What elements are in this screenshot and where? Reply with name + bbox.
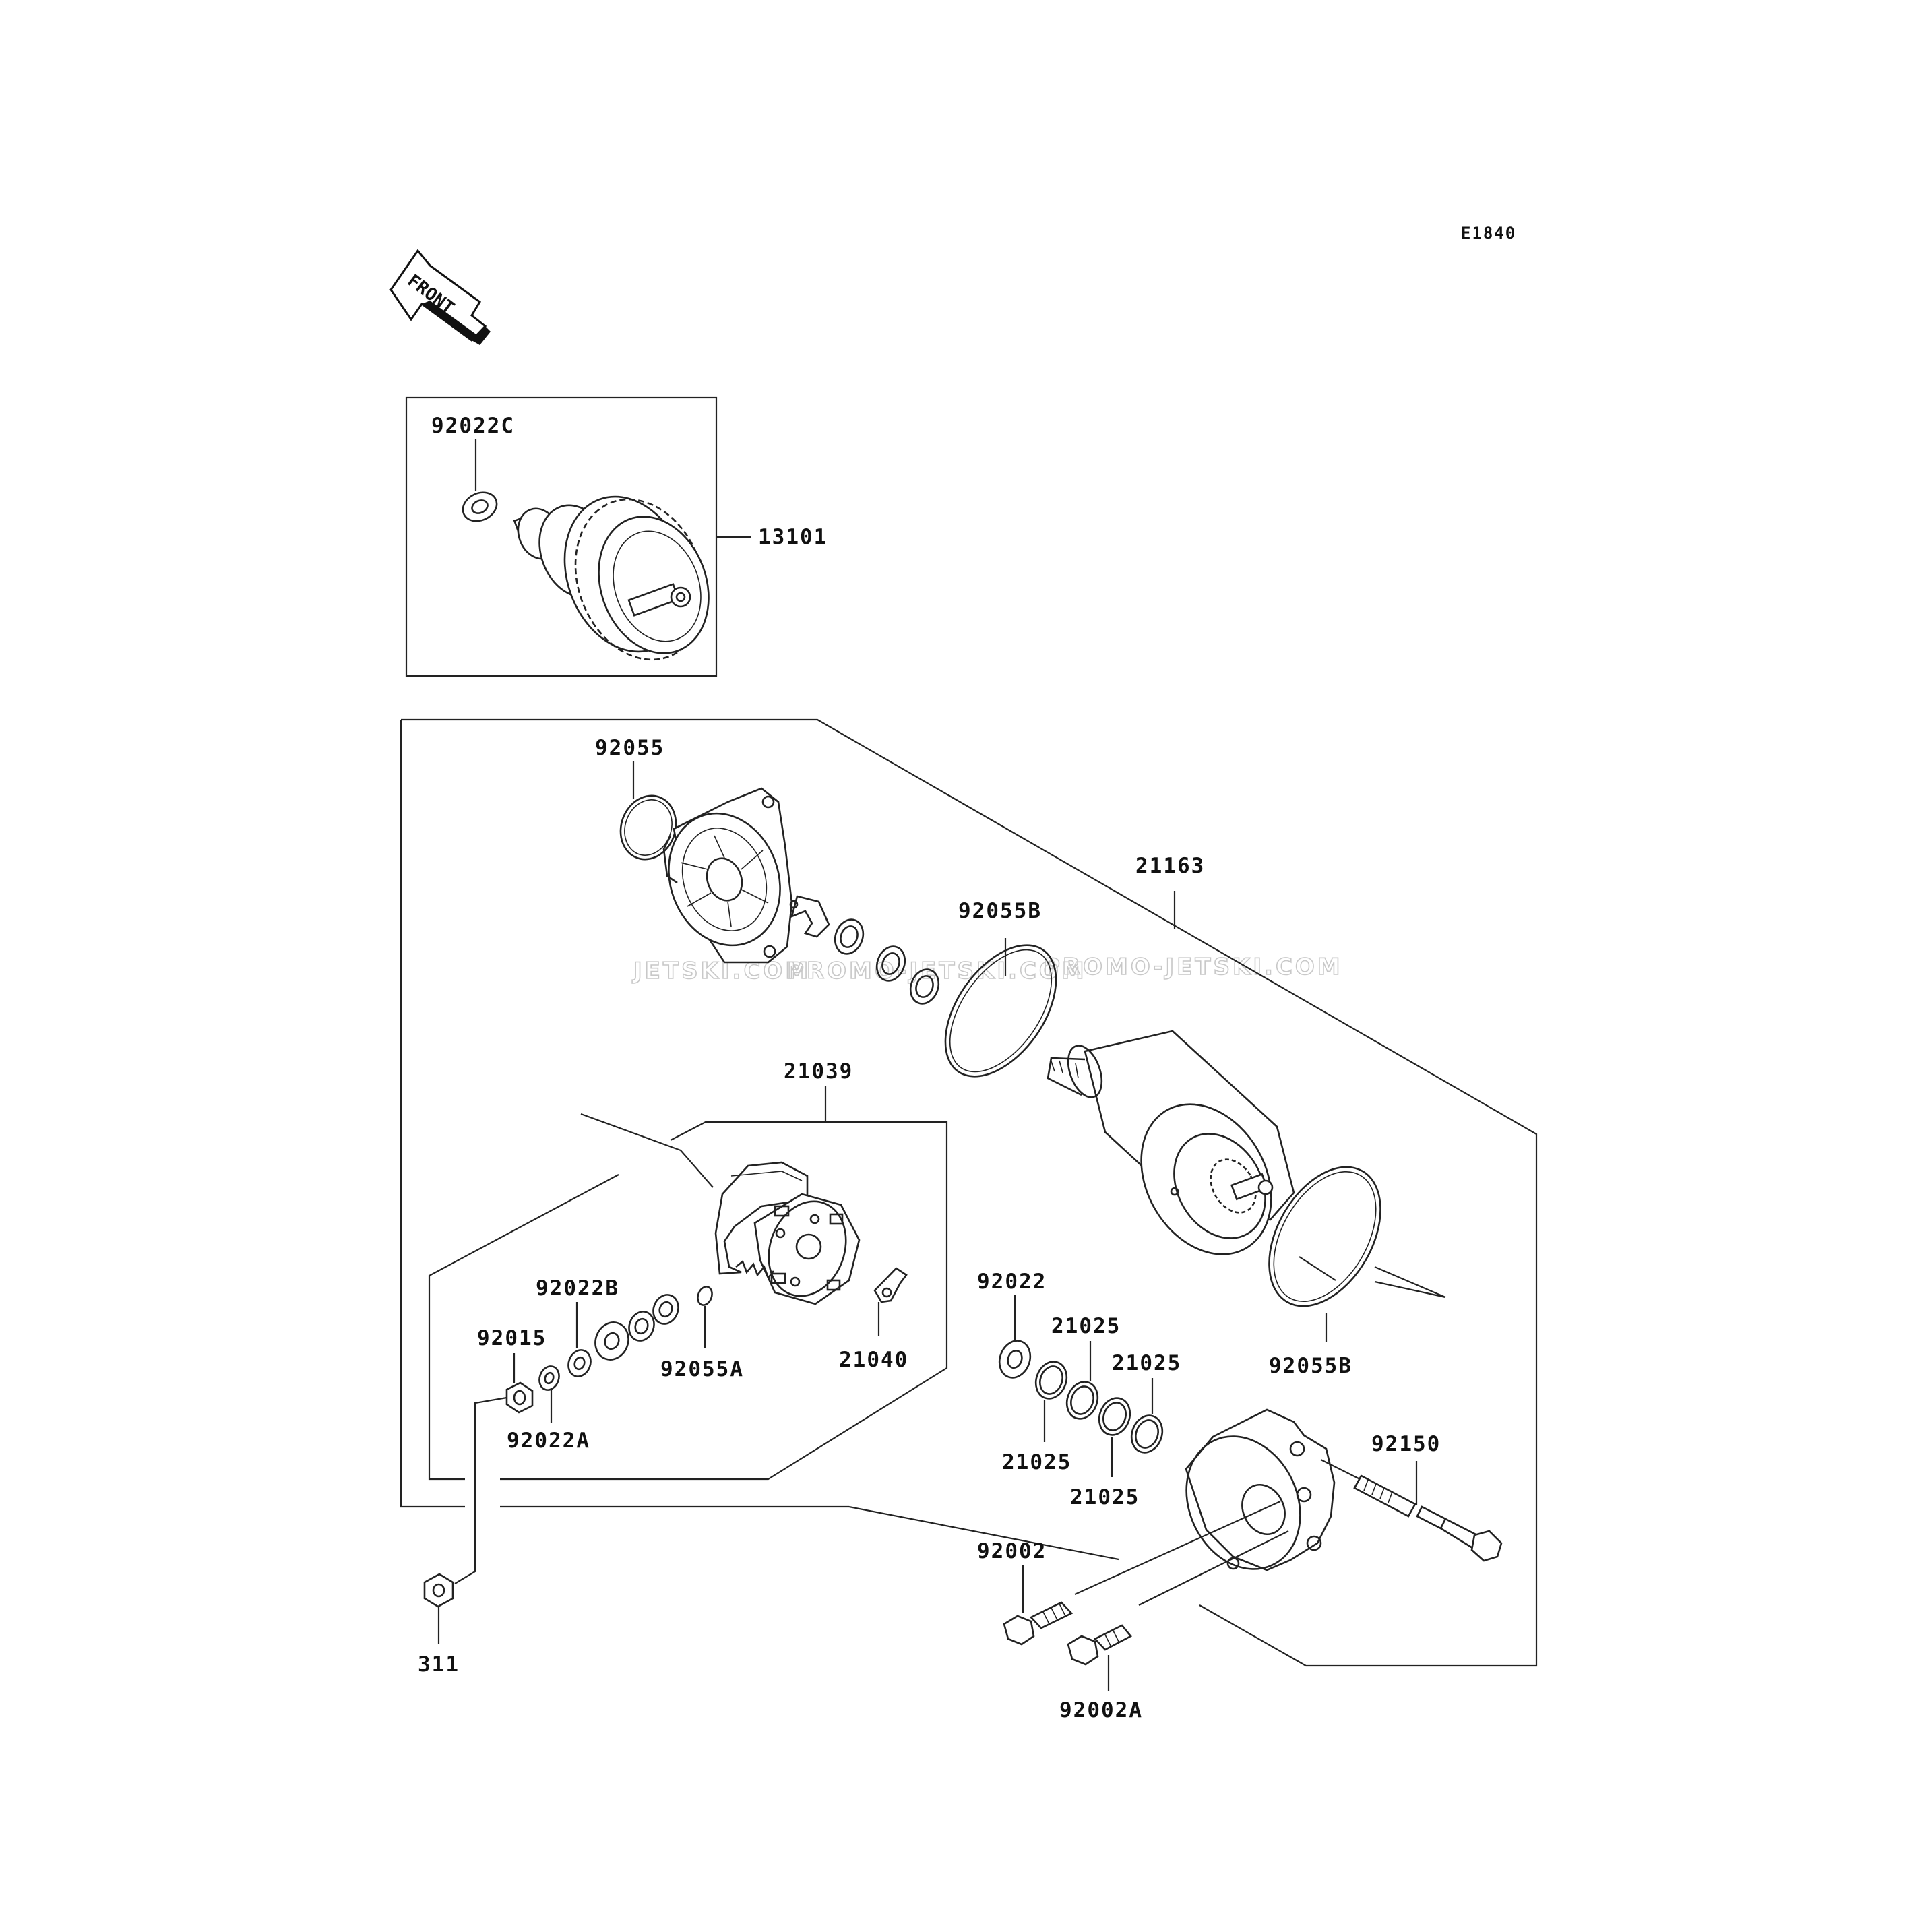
washer-a <box>834 918 865 955</box>
bolt-92002A <box>1067 1530 1289 1666</box>
shim-21025-1 <box>1034 1361 1068 1400</box>
washer-b <box>875 945 906 982</box>
brush-holder-21039 <box>714 1161 861 1305</box>
washer-c <box>909 968 940 1005</box>
label-92150: 92150 <box>1371 1432 1441 1456</box>
watermark-2: PROMO-JETSKI.COM <box>787 958 1087 985</box>
o-ring-92055B-bottom <box>1268 1166 1381 1307</box>
nut-311 <box>423 1573 454 1608</box>
insulator-washer-3 <box>594 1321 629 1361</box>
nut-92015 <box>505 1381 534 1414</box>
starter-clutch-13101 <box>513 495 710 661</box>
brush-spring <box>735 1259 775 1280</box>
o-ring-92055B-top <box>944 944 1057 1078</box>
insulator-washer-2 <box>628 1311 655 1342</box>
label-92022A: 92022A <box>507 1429 590 1453</box>
label-92002A: 92002A <box>1059 1698 1143 1722</box>
label-92022C: 92022C <box>431 414 515 438</box>
washer-92022B <box>567 1349 592 1377</box>
starter-yoke <box>1047 1030 1295 1255</box>
front-arrow-icon: FRONT <box>389 249 491 345</box>
insulator-washer-1 <box>652 1294 679 1325</box>
label-92055: 92055 <box>595 736 664 760</box>
label-92022: 92022 <box>977 1270 1047 1294</box>
o-ring-92055A <box>697 1286 713 1306</box>
label-92055B-bottom: 92055B <box>1269 1354 1352 1378</box>
washer-92022 <box>998 1340 1032 1379</box>
washer-92022A <box>538 1365 560 1391</box>
label-311: 311 <box>418 1652 460 1677</box>
shim-21025-2 <box>1065 1381 1099 1420</box>
label-92015: 92015 <box>477 1326 547 1350</box>
label-92002: 92002 <box>977 1539 1047 1563</box>
bolt-92002 <box>1003 1500 1281 1646</box>
label-21025-d: 21025 <box>1070 1485 1140 1509</box>
shim-21025-4 <box>1130 1414 1164 1454</box>
label-21025-c: 21025 <box>1002 1450 1071 1474</box>
shim-21025-3 <box>1098 1397 1131 1436</box>
washer-92022C <box>462 491 498 522</box>
label-21040: 21040 <box>839 1348 908 1372</box>
label-92055B-top: 92055B <box>958 899 1042 923</box>
label-21025-a: 21025 <box>1051 1314 1121 1338</box>
lock-washer <box>789 895 830 938</box>
front-cover <box>662 787 793 964</box>
label-92022B: 92022B <box>536 1276 619 1301</box>
rear-cover <box>1185 1408 1336 1571</box>
diagram-code: E1840 <box>1461 224 1516 243</box>
label-92055A: 92055A <box>660 1357 744 1381</box>
terminal-21040 <box>873 1267 908 1303</box>
label-21039: 21039 <box>784 1059 853 1084</box>
label-21025-b: 21025 <box>1112 1351 1181 1375</box>
watermark-1: JETSKI.COM <box>632 958 811 985</box>
through-bolt-92150 <box>1320 1459 1503 1562</box>
label-21163: 21163 <box>1135 854 1205 878</box>
starter-assembly-frame <box>401 718 1538 1667</box>
label-13101: 13101 <box>758 525 828 549</box>
watermark-3: PROMO-JETSKI.COM <box>1043 954 1343 980</box>
